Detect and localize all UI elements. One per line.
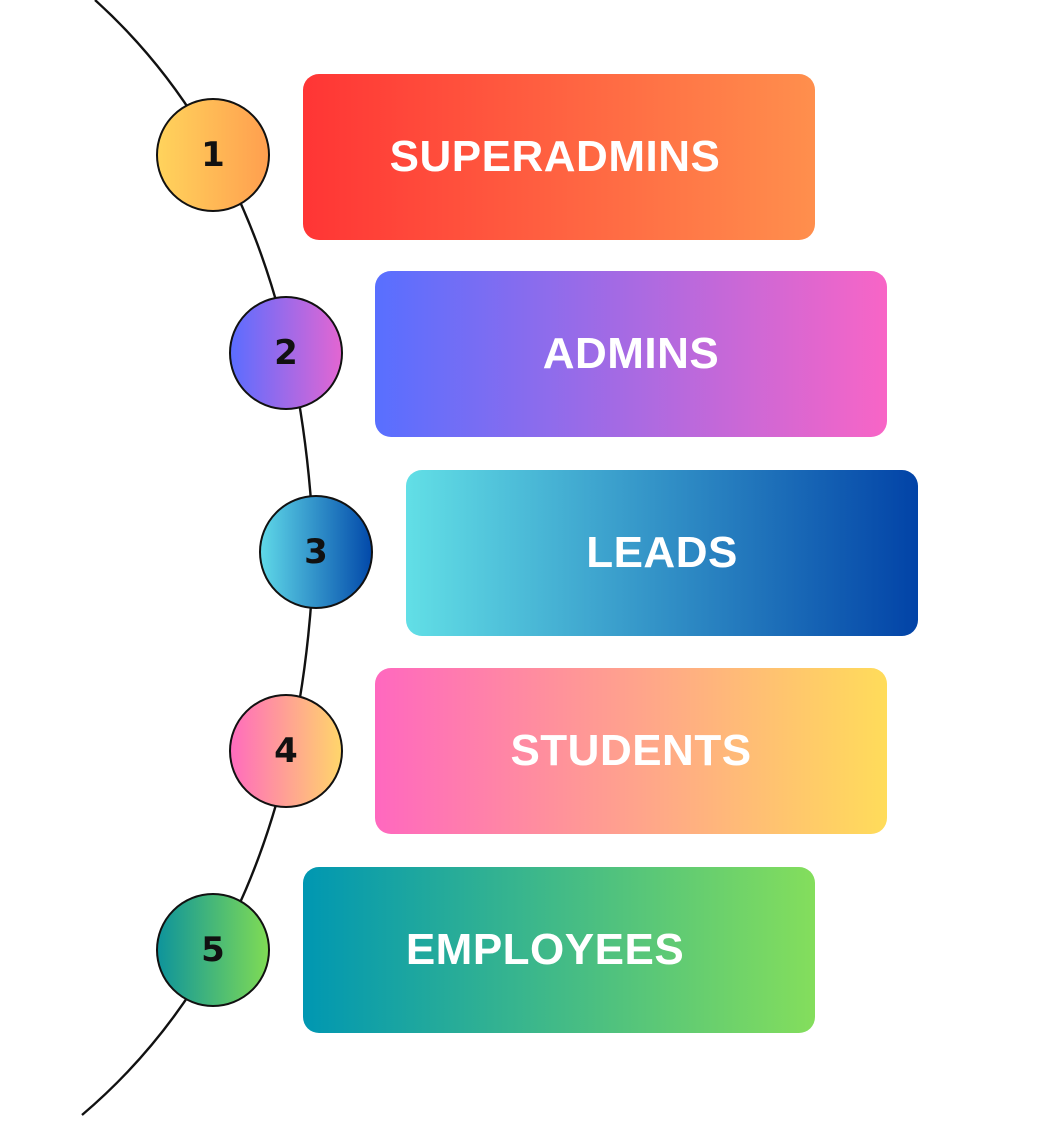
- step-label-admins[interactable]: ADMINS: [375, 271, 887, 437]
- step-number: 1: [201, 135, 225, 175]
- step-number-circle-4: 4: [229, 694, 343, 808]
- step-number: 4: [274, 731, 298, 771]
- step-label: SUPERADMINS: [389, 132, 721, 181]
- step-label-leads[interactable]: LEADS: [406, 470, 918, 636]
- step-label: STUDENTS: [510, 726, 752, 775]
- step-number-circle-1: 1: [156, 98, 270, 212]
- step-number-circle-2: 2: [229, 296, 343, 410]
- step-label-students[interactable]: STUDENTS: [375, 668, 887, 834]
- step-number-circle-3: 3: [259, 495, 373, 609]
- step-number: 2: [274, 333, 298, 373]
- step-label: ADMINS: [542, 329, 720, 378]
- step-number: 5: [201, 930, 225, 970]
- step-number-circle-5: 5: [156, 893, 270, 1007]
- step-number: 3: [304, 532, 328, 572]
- step-label: LEADS: [586, 528, 738, 577]
- step-label-employees[interactable]: EMPLOYEES: [303, 867, 815, 1033]
- step-label-superadmins[interactable]: SUPERADMINS: [303, 74, 815, 240]
- step-label: EMPLOYEES: [405, 925, 685, 974]
